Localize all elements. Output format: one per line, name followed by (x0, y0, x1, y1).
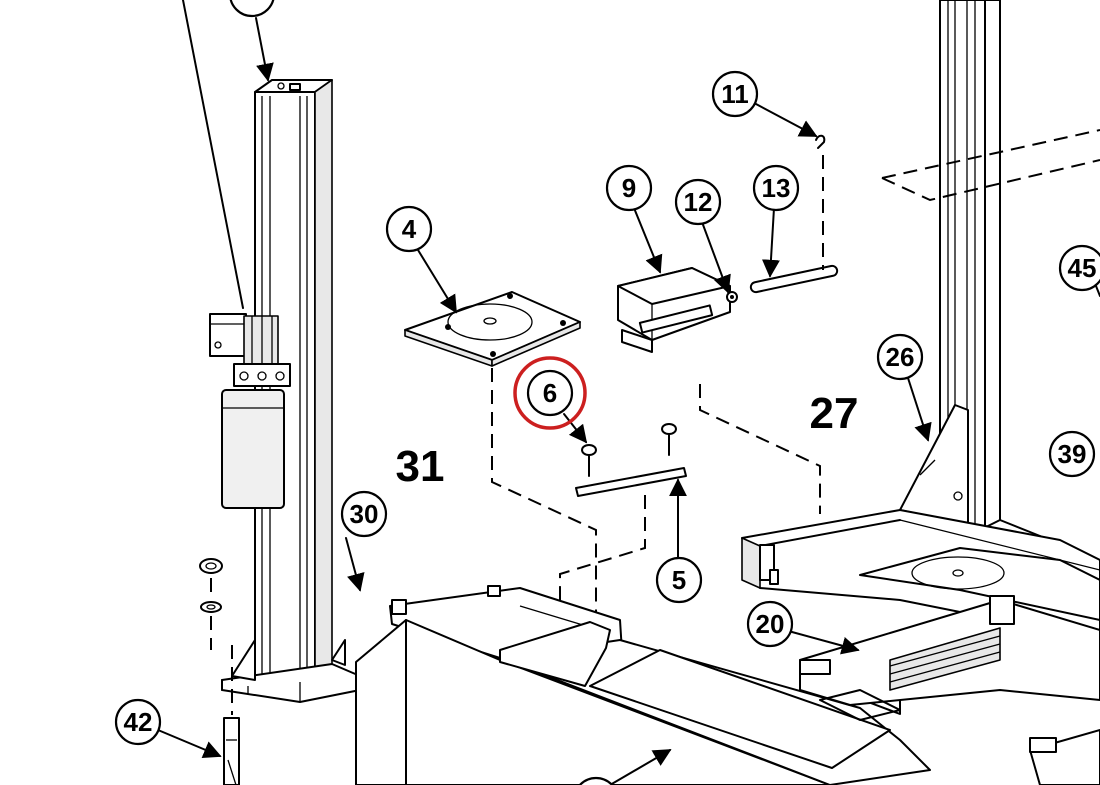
callout-26-number: 26 (886, 342, 915, 372)
callout-6-number: 6 (543, 378, 557, 408)
assembly-label-31: 31 (396, 442, 445, 491)
callout-26[interactable]: 26 (876, 333, 924, 381)
callout-9[interactable]: 9 (605, 164, 653, 212)
callout-20-number: 20 (756, 609, 785, 639)
highlight-ring (513, 356, 587, 430)
callout-30-number: 30 (350, 499, 379, 529)
callout-5[interactable]: 5 (655, 556, 703, 604)
callout-13-number: 13 (762, 173, 791, 203)
callout-4-number: 4 (402, 214, 417, 244)
callout-39-number: 39 (1058, 439, 1087, 469)
callout-30[interactable]: 30 (340, 490, 388, 538)
runway (355, 585, 931, 785)
callout-42[interactable]: 42 (114, 698, 162, 746)
callout-39[interactable]: 39 (1048, 430, 1096, 478)
callout-5-number: 5 (672, 565, 686, 595)
callout-top-cut (229, 0, 275, 18)
callout-4[interactable]: 4 (385, 205, 433, 253)
callout-12[interactable]: 12 (674, 178, 722, 226)
callout-12-number: 12 (684, 187, 713, 217)
swing-arm-block (617, 267, 731, 353)
guide-lines (491, 368, 821, 625)
callout-11[interactable]: 11 (711, 70, 759, 118)
callout-42-number: 42 (124, 707, 153, 737)
callout-11-number: 11 (721, 79, 749, 109)
power-unit (209, 313, 291, 509)
callout-45-number: 45 (1068, 253, 1097, 283)
callout-45[interactable]: 45 (1058, 244, 1100, 292)
callout-9-number: 9 (622, 173, 636, 203)
bolt-6-left (581, 444, 597, 477)
small-hardware (726, 134, 839, 303)
leader-arrows (157, 17, 1100, 785)
anchor-hardware (199, 558, 240, 785)
bolt-6-right (661, 423, 677, 456)
callout-bottom-cut (578, 776, 614, 785)
callout-6[interactable]: 6 (526, 369, 574, 417)
callout-13[interactable]: 13 (752, 164, 800, 212)
assembly-label-27: 27 (810, 389, 859, 438)
swing-arm (799, 595, 1100, 785)
pad-plate (404, 291, 581, 367)
callout-20[interactable]: 20 (746, 600, 794, 648)
pin-set (575, 423, 687, 497)
